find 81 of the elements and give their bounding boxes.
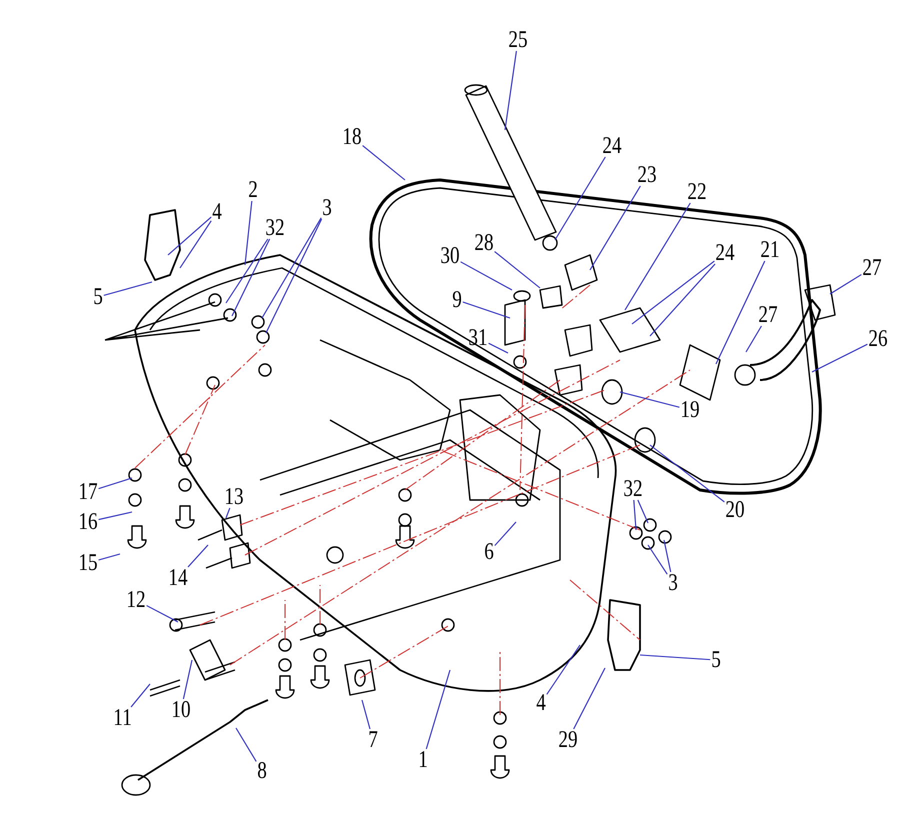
leader-line <box>650 444 725 502</box>
leader-line <box>640 654 710 660</box>
leader-line <box>104 281 152 296</box>
leader-line <box>362 145 406 180</box>
leader-line <box>812 344 868 372</box>
callout-number: 2 <box>248 177 258 203</box>
callout-number: 26 <box>868 326 888 352</box>
leader-line <box>648 544 668 574</box>
callout-number: 12 <box>126 587 146 613</box>
leader-line <box>180 220 212 268</box>
callout-number: 8 <box>257 758 267 784</box>
leader-line <box>98 511 132 520</box>
leader-line <box>146 605 178 622</box>
callout-number: 6 <box>484 539 494 565</box>
callout-number: 14 <box>168 565 188 591</box>
callout-number: 15 <box>78 550 98 576</box>
leader-line <box>650 264 716 336</box>
leader-line <box>637 500 648 524</box>
callout-number: 30 <box>440 243 460 269</box>
leader-line <box>460 261 512 290</box>
leader-line <box>546 644 580 695</box>
callout-number: 32 <box>265 215 285 241</box>
leader-line <box>488 342 508 354</box>
leader-line <box>226 238 268 304</box>
leader-line <box>188 544 208 568</box>
leader-line <box>262 218 322 318</box>
leader-line <box>462 301 510 319</box>
leader-line <box>130 684 150 708</box>
callout-number: 5 <box>93 284 103 310</box>
callout-number: 21 <box>760 237 780 263</box>
leader-line <box>554 156 606 240</box>
leader-line <box>620 391 680 408</box>
leader-line <box>716 260 766 364</box>
leader-line <box>494 522 516 546</box>
leader-line <box>225 508 230 518</box>
callout-number: 27 <box>758 302 778 328</box>
leader-line <box>504 50 517 130</box>
leader-line <box>182 660 193 700</box>
leader-line <box>746 326 762 352</box>
callout-number: 3 <box>668 570 678 596</box>
callout-number: 27 <box>862 255 882 281</box>
callout-number: 13 <box>224 484 244 510</box>
callout-number: 24 <box>602 133 622 159</box>
callout-number: 22 <box>687 179 707 205</box>
leader-line <box>266 218 322 334</box>
callout-number: 25 <box>508 27 528 53</box>
callout-number: 11 <box>112 705 132 731</box>
callout-number: 32 <box>623 476 643 502</box>
callout-number: 31 <box>468 325 488 351</box>
callout-number: 4 <box>212 199 222 225</box>
leader-line <box>232 238 270 316</box>
leader-line <box>830 274 862 294</box>
callout-number: 17 <box>78 479 98 505</box>
leader-line <box>98 553 120 561</box>
leader-line <box>361 700 370 730</box>
callout-number: 1 <box>418 747 428 773</box>
leader-line <box>494 251 540 288</box>
callout-number: 23 <box>637 162 657 188</box>
leader-line <box>632 260 715 324</box>
callout-number: 16 <box>78 509 98 535</box>
callout-number: 20 <box>725 497 745 523</box>
callout-number: 5 <box>711 647 721 673</box>
leader-line <box>168 216 212 256</box>
callout-number: 7 <box>368 727 378 753</box>
callout-number: 24 <box>715 240 735 266</box>
leader-line <box>633 500 637 530</box>
callout-number: 10 <box>171 697 191 723</box>
leader-line <box>590 186 641 270</box>
leader-line <box>426 670 451 750</box>
callout-number: 4 <box>536 690 546 716</box>
leader-line <box>573 668 606 730</box>
callout-number: 19 <box>680 397 700 423</box>
callout-number: 3 <box>322 195 332 221</box>
callout-number: 9 <box>452 287 462 313</box>
callout-number: 28 <box>474 230 494 256</box>
leader-line <box>244 200 252 266</box>
callout-number: 18 <box>342 124 362 150</box>
leader-line <box>236 728 257 762</box>
leader-line <box>663 540 672 572</box>
callout-number: 29 <box>558 727 578 753</box>
leader-line <box>98 477 132 490</box>
